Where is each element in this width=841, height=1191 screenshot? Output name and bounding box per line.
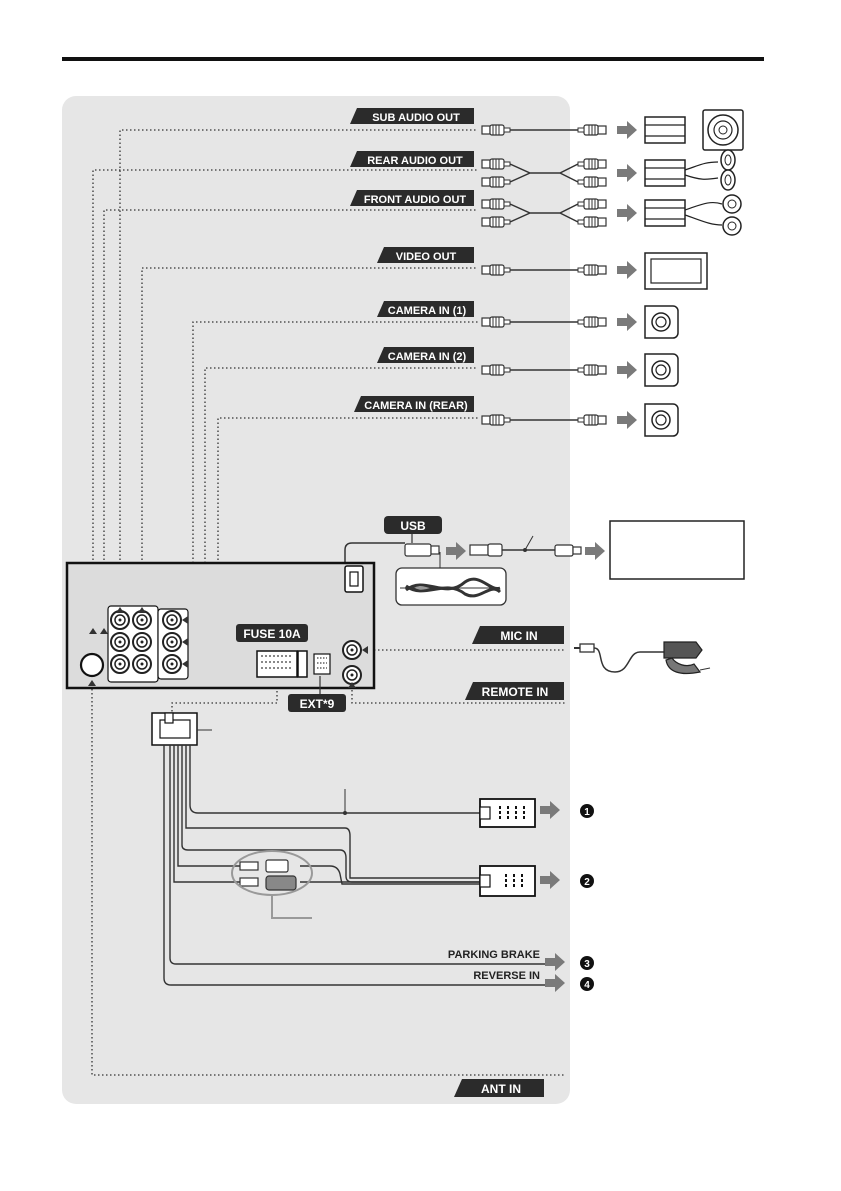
svg-text:VIDEO OUT: VIDEO OUT bbox=[396, 251, 457, 263]
usb-device-box bbox=[610, 521, 744, 579]
svg-text:1: 1 bbox=[584, 807, 590, 818]
svg-text:FUSE 10A: FUSE 10A bbox=[243, 627, 301, 641]
label-remote-in: REMOTE IN bbox=[465, 682, 564, 700]
camera-2-icon bbox=[645, 354, 678, 386]
svg-text:REAR AUDIO OUT: REAR AUDIO OUT bbox=[367, 155, 463, 167]
output-marker-2: 2 bbox=[580, 874, 594, 888]
label-ext: EXT*9 bbox=[288, 694, 346, 712]
label-video-out: VIDEO OUT bbox=[377, 247, 474, 263]
svg-text:ANT IN: ANT IN bbox=[481, 1082, 521, 1096]
label-usb: USB bbox=[384, 516, 442, 534]
monitor-icon bbox=[645, 253, 707, 289]
output-marker-4: 4 bbox=[580, 977, 594, 991]
svg-text:SUB AUDIO OUT: SUB AUDIO OUT bbox=[372, 112, 460, 124]
svg-text:CAMERA IN (REAR): CAMERA IN (REAR) bbox=[364, 400, 468, 412]
speaker-connector-2 bbox=[480, 866, 535, 896]
svg-text:EXT*9: EXT*9 bbox=[300, 697, 335, 711]
label-front-audio-out: FRONT AUDIO OUT bbox=[350, 190, 474, 206]
power-connector-socket bbox=[257, 651, 330, 677]
output-marker-1: 1 bbox=[580, 804, 594, 818]
label-ant-in: ANT IN bbox=[454, 1079, 544, 1097]
camera-1-icon bbox=[645, 306, 678, 338]
label-rear-audio-out: REAR AUDIO OUT bbox=[350, 151, 474, 167]
subwoofer-amplifier-icon bbox=[645, 110, 743, 150]
front-speaker-amplifier-icon bbox=[645, 195, 741, 235]
microphone-icon bbox=[574, 642, 710, 674]
label-sub-audio-out: SUB AUDIO OUT bbox=[350, 108, 474, 124]
antenna-jack bbox=[81, 654, 103, 676]
svg-text:REMOTE IN: REMOTE IN bbox=[482, 685, 549, 699]
reverse-in-label: REVERSE IN bbox=[473, 970, 540, 982]
rear-speaker-amplifier-icon bbox=[645, 150, 735, 190]
parking-brake-label: PARKING BRAKE bbox=[448, 949, 540, 961]
speaker-connector-1 bbox=[480, 799, 535, 827]
label-fuse: FUSE 10A bbox=[236, 624, 308, 642]
svg-text:USB: USB bbox=[400, 519, 426, 533]
svg-text:CAMERA IN (1): CAMERA IN (1) bbox=[388, 305, 467, 317]
svg-text:3: 3 bbox=[584, 959, 590, 970]
label-camera-in-2: CAMERA IN (2) bbox=[377, 347, 474, 363]
svg-text:FRONT AUDIO OUT: FRONT AUDIO OUT bbox=[364, 194, 467, 206]
label-camera-in-rear: CAMERA IN (REAR) bbox=[354, 396, 474, 412]
svg-text:MIC IN: MIC IN bbox=[500, 629, 537, 643]
label-mic-in: MIC IN bbox=[472, 626, 564, 644]
header-rule bbox=[62, 57, 764, 61]
label-camera-in-1: CAMERA IN (1) bbox=[377, 301, 474, 317]
svg-text:4: 4 bbox=[584, 980, 590, 991]
output-marker-3: 3 bbox=[580, 956, 594, 970]
camera-rear-icon bbox=[645, 404, 678, 436]
svg-text:CAMERA IN (2): CAMERA IN (2) bbox=[388, 351, 467, 363]
svg-text:2: 2 bbox=[584, 877, 590, 888]
